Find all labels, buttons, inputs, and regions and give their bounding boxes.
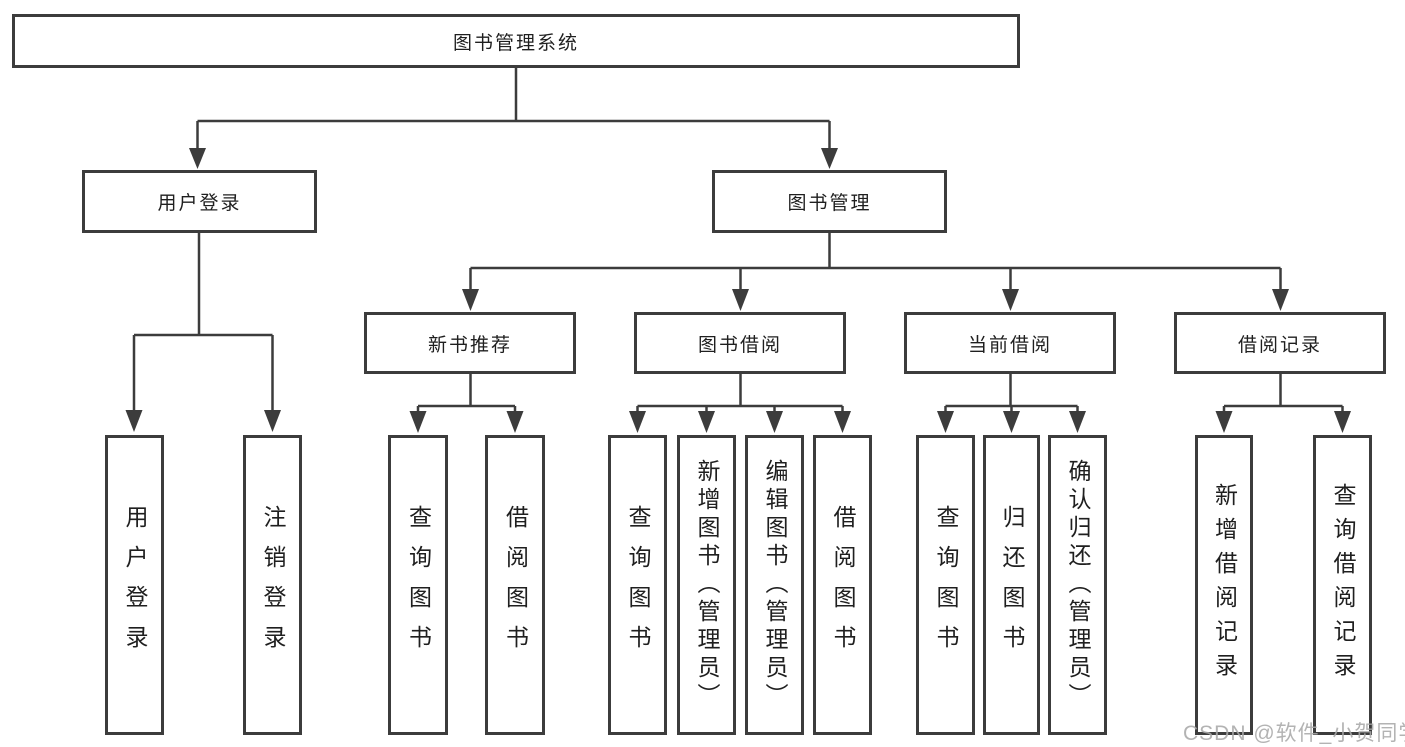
csdn-watermark: CSDN @软件_小贺同学 [1183, 722, 1405, 745]
leaf-current-query-books: 查询图书 [916, 435, 975, 735]
connector-userlogin-to-leaves [125, 233, 281, 432]
leaf-newbook-borrow-books: 借阅图书 [485, 435, 545, 735]
leaf-borrow-edit-books-admin: 编辑图书（管理员） [745, 435, 804, 735]
leaf-records-query-record: 查询借阅记录 [1313, 435, 1372, 735]
leaf-newbook-query-books: 查询图书 [388, 435, 448, 735]
node-book-borrow: 图书借阅 [634, 312, 846, 374]
node-root: 图书管理系统 [12, 14, 1020, 68]
node-user-login: 用户登录 [82, 170, 317, 233]
leaf-borrow-borrow-books: 借阅图书 [813, 435, 872, 735]
connector-borrow-to-leaves [629, 374, 851, 433]
node-borrow-records: 借阅记录 [1174, 312, 1386, 374]
leaf-borrow-add-books-admin: 新增图书（管理员） [677, 435, 736, 735]
node-current-borrow: 当前借阅 [904, 312, 1116, 374]
connector-root-to-level2 [189, 68, 838, 169]
node-book-management: 图书管理 [712, 170, 947, 233]
node-new-book-recommend: 新书推荐 [364, 312, 576, 374]
connector-bookmgmt-to-level3 [462, 233, 1289, 311]
connector-newbook-to-leaves [409, 374, 524, 433]
connector-records-to-leaves [1215, 374, 1351, 433]
leaf-records-add-record: 新增借阅记录 [1195, 435, 1253, 735]
leaf-borrow-query-books: 查询图书 [608, 435, 667, 735]
connector-current-to-leaves [937, 374, 1086, 433]
leaf-logout: 注销登录 [243, 435, 302, 735]
leaf-current-confirm-return-admin: 确认归还（管理员） [1048, 435, 1107, 735]
leaf-user-login: 用户登录 [105, 435, 164, 735]
leaf-current-return-books: 归还图书 [983, 435, 1040, 735]
